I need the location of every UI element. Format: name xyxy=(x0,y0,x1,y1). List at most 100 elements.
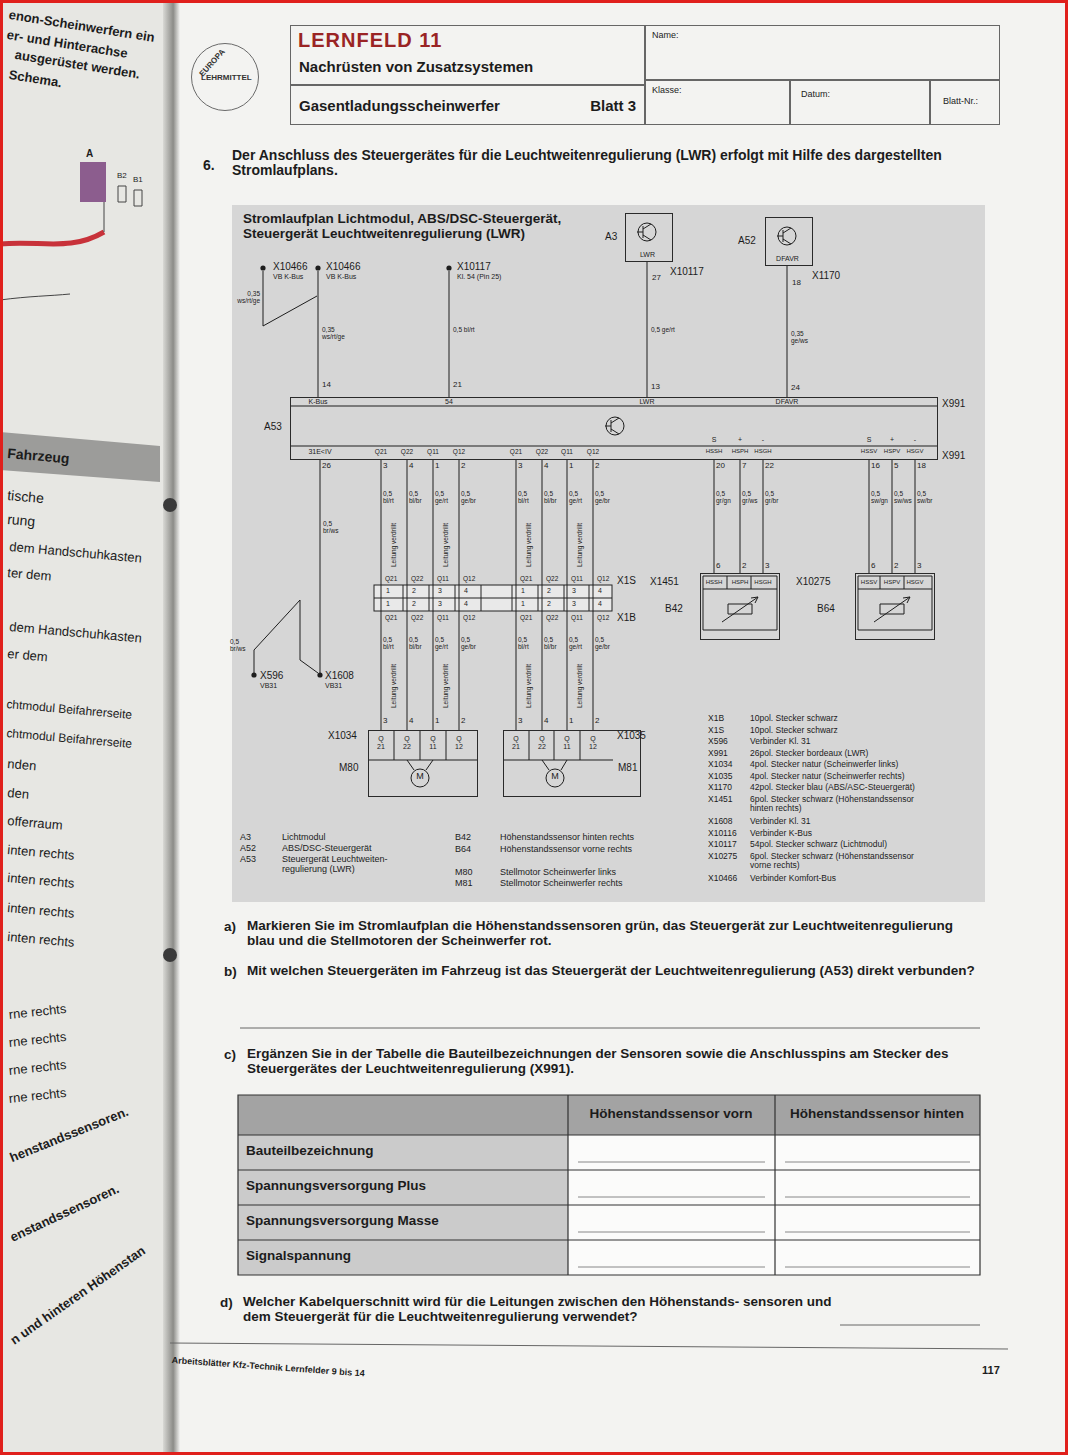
connector-code: 18 xyxy=(792,279,801,288)
control-unit: A3LWR xyxy=(625,213,673,262)
question-text: Ergänzen Sie in der Tabelle die Bauteilb… xyxy=(247,1047,982,1077)
wire-spec: 0,5 ge/br xyxy=(461,490,481,504)
motor-terminal: Q 12 xyxy=(587,735,599,750)
motor-terminal: M xyxy=(551,772,559,782)
question-text: c) xyxy=(224,1048,236,1063)
pin-name: HSPH xyxy=(732,448,749,455)
connector-code: 0,5 ge/rt xyxy=(651,326,675,333)
sensor-pin: HSSH xyxy=(706,579,723,586)
sensor-pin: HSPH xyxy=(732,579,749,586)
table-cell: Höhenstandssensor hinten xyxy=(790,1107,964,1122)
paper xyxy=(163,0,180,1455)
connector-pin: Q12 xyxy=(463,575,475,582)
pin-number: 2 xyxy=(595,462,599,471)
connector-code: X10466 xyxy=(326,261,360,272)
wire xyxy=(787,266,788,397)
pin-name: X991 xyxy=(942,398,965,409)
facing-page-text: rung xyxy=(7,512,36,530)
wire-spec: 0,5 ge/rt xyxy=(569,490,589,504)
connector-list: X10117 xyxy=(708,840,737,849)
component-list: Stellmotor Scheinwerfer rechts xyxy=(500,879,623,889)
sensor-pin: X10275 xyxy=(796,576,830,587)
wire-spec: 0,5 ge/rt xyxy=(569,636,589,650)
table-cell: Spannungsversorgung Masse xyxy=(246,1214,439,1229)
header-cell: GasentladungsscheinwerferBlatt 3 xyxy=(290,85,645,125)
pin-name: Q12 xyxy=(587,448,599,455)
connector-list: X991 xyxy=(708,749,728,758)
connector-list: X10116 xyxy=(708,829,737,838)
node-text: LEHRMITTEL xyxy=(201,74,252,83)
node-heading: M81 xyxy=(618,762,637,773)
connector-list: X1B xyxy=(708,714,724,723)
table-cell: Bauteilbezeichnung xyxy=(246,1144,374,1159)
motor-terminal: Q 11 xyxy=(561,735,573,750)
question-text: b) xyxy=(224,965,237,980)
connector-list: 4pol. Stecker natur (Scheinwerfer rechts… xyxy=(750,772,904,781)
connector-dot xyxy=(251,672,256,677)
header-cell: Nachrüsten von Zusatzsystemen xyxy=(290,25,645,85)
pin-name: DFAVR xyxy=(776,398,799,406)
connector-list: 26pol. Stecker bordeaux (LWR) xyxy=(750,749,868,758)
connector-code: X10117 xyxy=(670,266,704,277)
question-text: Markieren Sie im Stromlaufplan die Höhen… xyxy=(247,919,982,949)
pin-number: 3 xyxy=(383,717,387,726)
connector-list: 54pol. Stecker schwarz (Lichtmodul) xyxy=(750,840,887,849)
motor-terminal: Q 12 xyxy=(453,735,465,750)
pin-name: 54 xyxy=(445,398,453,406)
connector-pin: 4 xyxy=(464,600,468,608)
transistor-symbol xyxy=(605,418,619,434)
connector-pin: Q12 xyxy=(597,575,609,582)
node-heading: B42 xyxy=(665,603,683,614)
facing-page-text: den xyxy=(7,786,30,802)
pin-name: Q22 xyxy=(536,448,548,455)
wire-spec: 0,5 bl/rt xyxy=(518,490,538,504)
twisted-pair-note: Leitung verdrillt xyxy=(390,664,397,708)
binding-hole xyxy=(163,498,177,962)
pin-name: K-Bus xyxy=(308,398,327,406)
connector-dot xyxy=(315,265,320,270)
pin-name: Q11 xyxy=(561,448,573,455)
connector-pin: 3 xyxy=(438,587,442,595)
connector-strip xyxy=(374,585,612,611)
diagram-background xyxy=(232,205,985,902)
pin-name: Q22 xyxy=(401,448,413,455)
connector-list: X1034 xyxy=(708,760,733,769)
connector-code: X10466 xyxy=(273,261,307,272)
pin-number: 20 xyxy=(716,462,725,471)
wire-spec: 0,5 gr/gn xyxy=(716,490,736,504)
pin-number: 5 xyxy=(894,462,898,471)
pin-name: Q21 xyxy=(510,448,522,455)
wire-spec: 0,5 bl/rt xyxy=(518,636,538,650)
connector-code: 0,35 ge/ws xyxy=(791,330,819,344)
facing-page-figure xyxy=(0,162,160,482)
connector-pin: Q11 xyxy=(571,575,583,582)
sensor-pin: 2 xyxy=(742,562,746,571)
wire-spec: 0,5 bl/br xyxy=(544,490,564,504)
ground-connector: X596 xyxy=(260,670,283,681)
motor-symbol xyxy=(546,769,564,787)
twisted-pair-note: Leitung verdrillt xyxy=(525,664,532,708)
answer-table xyxy=(238,1095,980,1275)
connector-dot xyxy=(446,265,451,270)
wire-spec: 0,5 ge/rt xyxy=(435,636,455,650)
wire xyxy=(516,460,517,730)
connector-dot xyxy=(251,265,451,677)
node-text: LWR xyxy=(626,251,669,259)
connector-list: 10pol. Stecker schwarz xyxy=(750,714,838,723)
pin-name: - xyxy=(762,436,764,444)
control-unit: A52DFAVR xyxy=(765,217,813,266)
question-text: Welcher Kabelquerschnitt wird für die Le… xyxy=(243,1295,833,1325)
binding-hole xyxy=(163,948,177,962)
pin-number: 4 xyxy=(409,462,413,471)
wire xyxy=(254,271,915,730)
wire-spec: 0,5 ge/rt xyxy=(435,490,455,504)
answer-line xyxy=(170,1028,1008,1349)
connector-code: X10117 xyxy=(457,261,491,272)
connector-pin: 3 xyxy=(438,600,442,608)
wire-spec: 0,5 bl/br xyxy=(409,636,429,650)
component-list: B64 xyxy=(455,845,471,855)
connector-list: X1170 xyxy=(708,783,732,792)
wire-spec: 0,5 ge/br xyxy=(595,490,615,504)
motor-symbol xyxy=(368,730,613,787)
pin-name: HSSH xyxy=(706,448,723,455)
